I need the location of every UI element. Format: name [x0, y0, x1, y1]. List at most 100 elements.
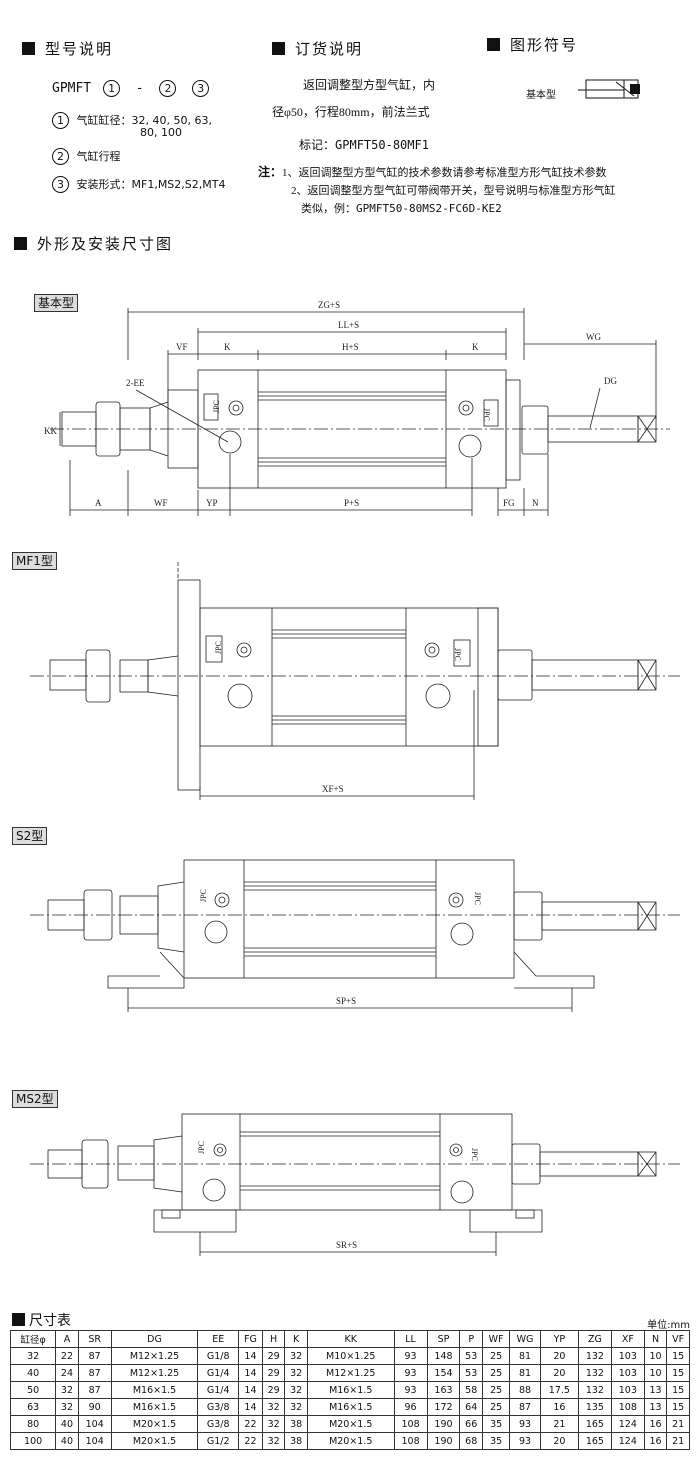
table-header-cell: DG: [110, 1330, 199, 1348]
dim-vf: VF: [176, 342, 188, 352]
table-cell: 25: [481, 1381, 511, 1399]
table-cell: 17.5: [539, 1381, 579, 1399]
table-cell: 40: [55, 1415, 79, 1433]
table-cell: 172: [426, 1398, 461, 1416]
table-header-cell: FG: [238, 1330, 263, 1348]
table-cell: 165: [577, 1415, 612, 1433]
table-cell: 93: [393, 1381, 428, 1399]
drawing-label-ms2: MS2型: [12, 1090, 58, 1108]
table-cell: 14: [238, 1364, 263, 1382]
table-cell: 40: [9, 1364, 57, 1382]
drawing-label-s2: S2型: [12, 827, 48, 845]
dim-ee: 2-EE: [126, 378, 145, 388]
table-cell: 87: [77, 1364, 112, 1382]
heading-square-icon: [12, 1313, 25, 1326]
dim-wf: WF: [154, 498, 168, 508]
table-header-cell: LL: [393, 1330, 428, 1348]
table-cell: 104: [77, 1432, 112, 1450]
table-cell: 148: [426, 1347, 461, 1365]
table-cell: 32: [261, 1398, 286, 1416]
brand-logo: JPC: [473, 892, 482, 905]
table-cell: 50: [9, 1381, 57, 1399]
order-mark: 标记：GPMFT50-80MF1: [299, 138, 429, 152]
table-cell: 104: [77, 1415, 112, 1433]
table-cell: 22: [238, 1432, 263, 1450]
drawing-mf1: XF+S JPC JPC: [30, 562, 680, 800]
table-cell: 93: [509, 1415, 541, 1433]
table-cell: 81: [509, 1347, 541, 1365]
table-cell: 53: [459, 1347, 483, 1365]
table-cell: 29: [261, 1381, 286, 1399]
table-cell: 165: [577, 1432, 612, 1450]
note-3: 类似，例：GPMFT50-80MS2-FC6D-KE2: [301, 202, 502, 215]
table-cell: 63: [9, 1398, 57, 1416]
table-cell: 87: [509, 1398, 541, 1416]
table-cell: 21: [666, 1415, 690, 1433]
table-cell: 103: [610, 1381, 645, 1399]
table-cell: 108: [393, 1415, 428, 1433]
dim-h: H+S: [342, 342, 359, 352]
symbol-heading: 图形符号: [487, 34, 578, 55]
table-header-cell: 缸径φ: [9, 1330, 57, 1348]
table-cell: 135: [577, 1398, 612, 1416]
table-cell: 10: [643, 1347, 668, 1365]
symbol-label: 基本型: [526, 90, 556, 101]
table-cell: 25: [481, 1364, 511, 1382]
table-cell: M20×1.5: [306, 1432, 395, 1450]
table-cell: 15: [666, 1398, 690, 1416]
table-header-cell: WF: [481, 1330, 511, 1348]
brand-logo: JPC: [197, 1141, 206, 1154]
table-cell: M20×1.5: [110, 1415, 199, 1433]
table-cell: 190: [426, 1432, 461, 1450]
table-cell: G1/4: [197, 1381, 240, 1399]
dim-n: N: [532, 498, 539, 508]
table-cell: 190: [426, 1415, 461, 1433]
table-cell: 14: [238, 1347, 263, 1365]
table-cell: 58: [459, 1381, 483, 1399]
dim-k-right: K: [472, 342, 479, 352]
table-cell: 20: [539, 1364, 579, 1382]
table-cell: 25: [481, 1347, 511, 1365]
model-item-2: 2 气缸行程: [52, 148, 121, 165]
table-cell: 32: [55, 1398, 79, 1416]
table-cell: 22: [55, 1347, 79, 1365]
table-cell: 35: [481, 1415, 511, 1433]
table-cell: 108: [393, 1432, 428, 1450]
table-cell: 124: [610, 1432, 645, 1450]
table-cell: 32: [9, 1347, 57, 1365]
heading-square-icon: [14, 237, 27, 250]
dim-yp: YP: [206, 498, 218, 508]
table-cell: 15: [666, 1347, 690, 1365]
table-cell: 68: [459, 1432, 483, 1450]
table-header-cell: N: [643, 1330, 668, 1348]
table-cell: M10×1.25: [306, 1347, 395, 1365]
table-cell: M16×1.5: [110, 1398, 199, 1416]
cylinder-symbol-icon: [578, 79, 640, 99]
dim-p: P+S: [344, 498, 359, 508]
table-cell: 87: [77, 1347, 112, 1365]
table-cell: M12×1.25: [306, 1364, 395, 1382]
table-cell: 16: [643, 1415, 668, 1433]
table-cell: 93: [509, 1432, 541, 1450]
table-cell: 32: [284, 1347, 308, 1365]
table-cell: G1/4: [197, 1364, 240, 1382]
table-cell: 40: [55, 1432, 79, 1450]
table-cell: 25: [481, 1398, 511, 1416]
table-cell: 53: [459, 1364, 483, 1382]
brand-logo: JPC: [453, 648, 462, 661]
order-line-2: 径φ50，行程80mm，前法兰式: [272, 105, 430, 119]
dims-heading: 外形及安装尺寸图: [14, 233, 173, 254]
dim-k-left: K: [224, 342, 231, 352]
table-cell: 20: [539, 1432, 579, 1450]
table-cell: 64: [459, 1398, 483, 1416]
table-header-cell: SR: [77, 1330, 112, 1348]
table-cell: 16: [643, 1432, 668, 1450]
table-cell: 32: [55, 1381, 79, 1399]
table-cell: 21: [539, 1415, 579, 1433]
table-cell: G1/8: [197, 1347, 240, 1365]
